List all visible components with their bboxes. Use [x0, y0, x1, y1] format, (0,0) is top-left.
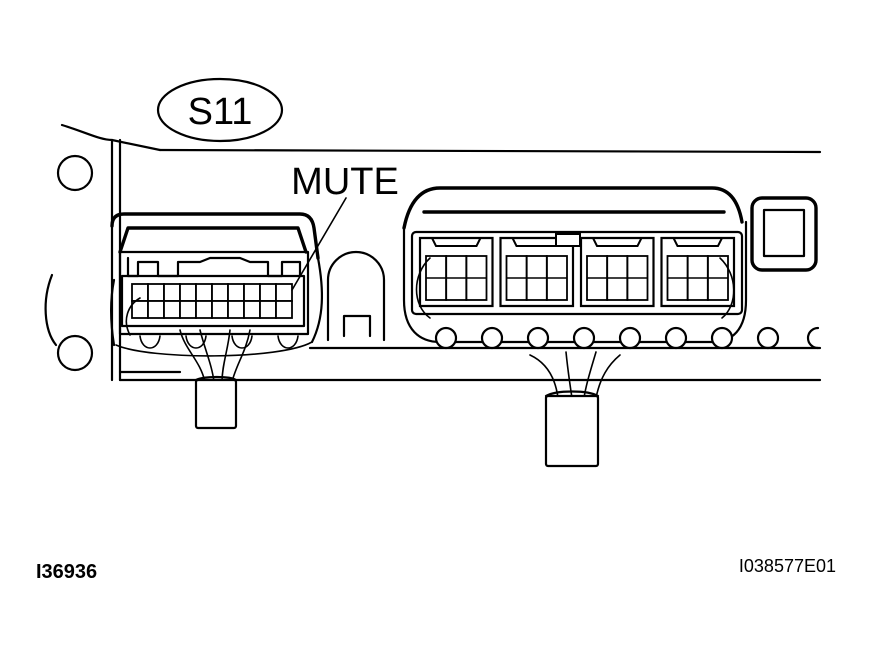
- connector-callout-text: S11: [188, 91, 253, 133]
- connector-large: [402, 186, 748, 468]
- connector-s11: [109, 212, 324, 430]
- figure-code-left: I36936: [36, 561, 97, 583]
- pin-cell: [147, 283, 165, 302]
- mounting-hole-bottom: [56, 334, 94, 372]
- hole: [526, 326, 550, 350]
- mounting-hole-top: [56, 154, 94, 192]
- pin-cell: [227, 283, 245, 302]
- mounting-slot: [326, 250, 386, 342]
- pin-cell: [243, 283, 261, 302]
- pin-cell: [131, 300, 149, 319]
- pin-cell: [147, 300, 165, 319]
- pin-cell: [259, 283, 277, 302]
- figure-code-right: I038577E01: [739, 556, 836, 576]
- pin-cell: [259, 300, 277, 319]
- square-socket: [750, 196, 818, 272]
- connector-cell: [499, 236, 575, 308]
- connector-cell: [660, 236, 736, 308]
- hole-extra-2: [806, 326, 820, 350]
- hole-extra-1: [756, 326, 780, 350]
- pin-cell: [163, 283, 181, 302]
- terminal-label: MUTE: [291, 161, 399, 203]
- connector-cell: [579, 236, 655, 308]
- pin-cell: [211, 300, 229, 319]
- terminal-leader-line: [291, 197, 347, 291]
- pin-cell: [243, 300, 261, 319]
- hole: [434, 326, 458, 350]
- pin-cell: [179, 300, 197, 319]
- hole: [572, 326, 596, 350]
- pin-grid: [131, 283, 293, 319]
- pin-cell: [179, 283, 197, 302]
- pin-cell: [227, 300, 245, 319]
- connector-cells: [418, 233, 736, 308]
- pin-cell: [195, 300, 213, 319]
- pin-cell: [275, 300, 293, 319]
- hole: [480, 326, 504, 350]
- hole: [618, 326, 642, 350]
- hole: [710, 326, 734, 350]
- pin-cell: [275, 283, 293, 302]
- connector-latch: [555, 233, 581, 247]
- pin-cell: [211, 283, 229, 302]
- connector-callout: S11: [156, 77, 284, 143]
- hole-row: [434, 326, 734, 350]
- connector-cell: [418, 236, 494, 308]
- pin-cell: [195, 283, 213, 302]
- pin-cell: [163, 300, 181, 319]
- hole: [664, 326, 688, 350]
